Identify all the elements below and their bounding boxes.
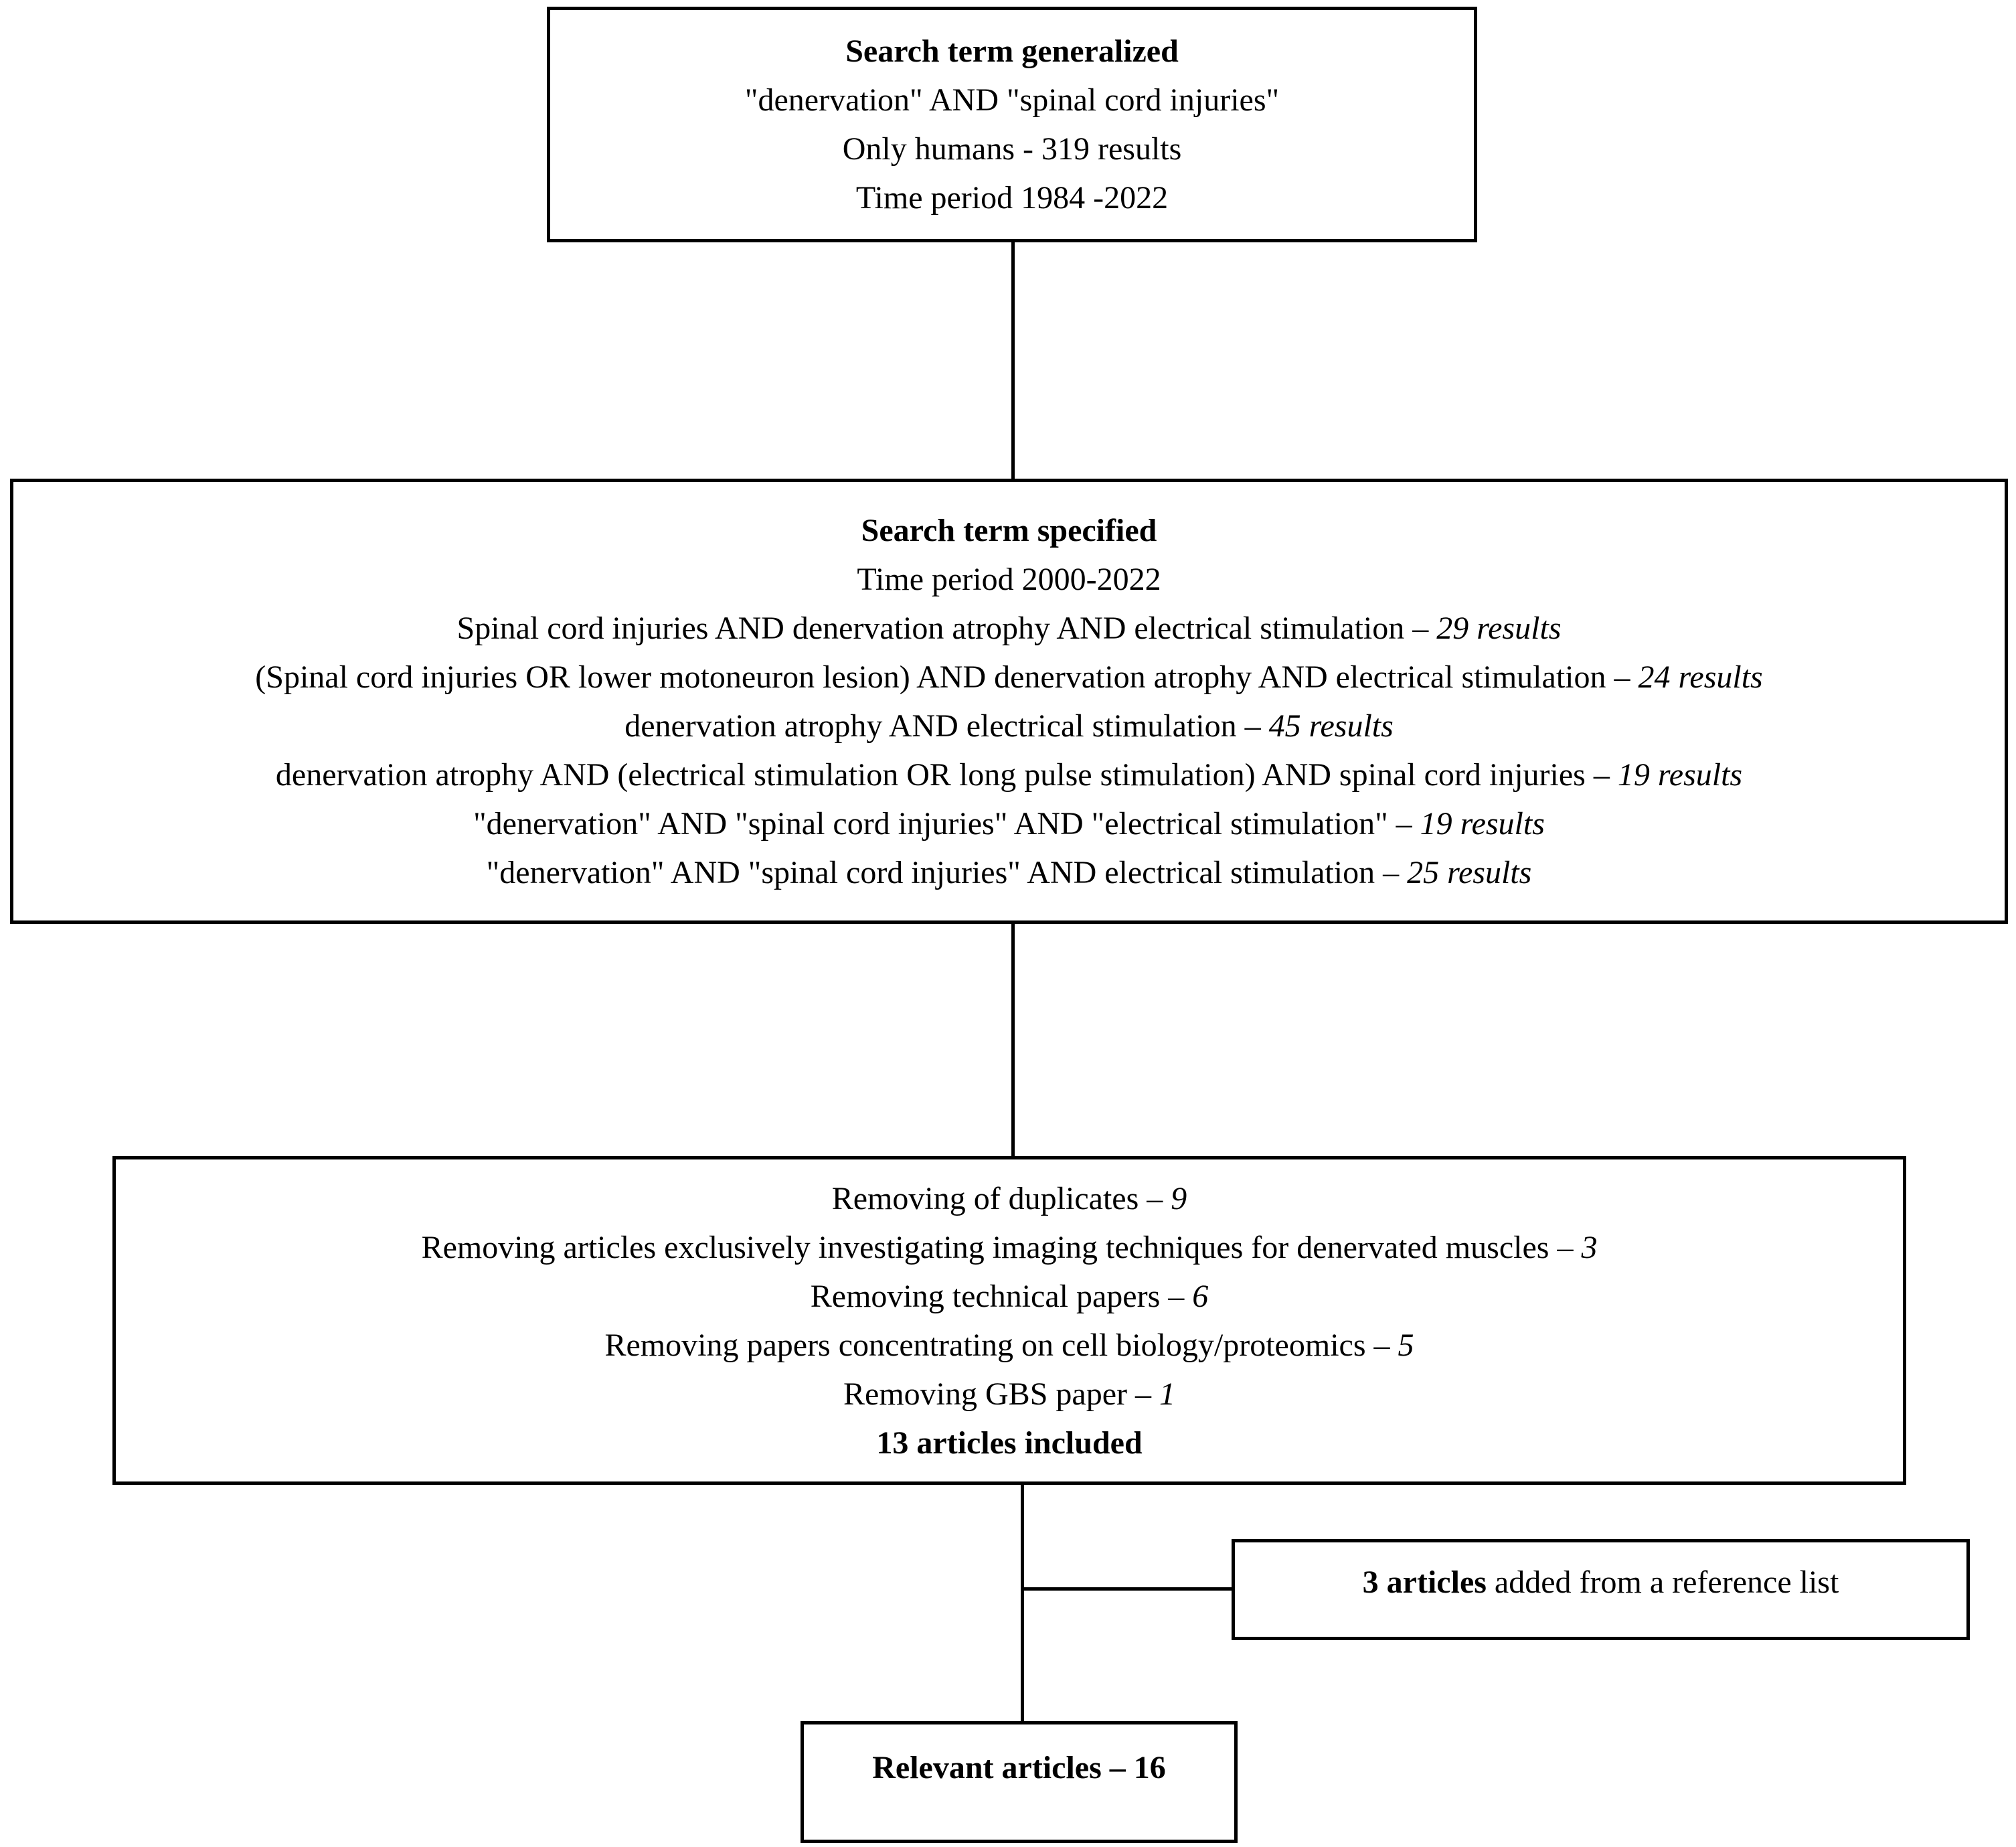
text-line: Removing technical papers – 6: [811, 1272, 1209, 1321]
box-search-term-generalized: Search term generalized "denervation" AND…: [547, 7, 1477, 242]
text-segment: "denervation" AND "spinal cord injuries"…: [486, 854, 1408, 890]
text-segment: Search term specified: [861, 512, 1157, 548]
text-line: Removing of duplicates – 9: [832, 1174, 1187, 1223]
text-segment: 1: [1159, 1376, 1175, 1412]
connector-generalized-to-specified: [1011, 242, 1015, 479]
text-line: Search term generalized: [845, 27, 1179, 76]
text-line: Removing articles exclusively investigat…: [422, 1223, 1598, 1272]
text-line: (Spinal cord injuries OR lower motoneuro…: [255, 653, 1762, 702]
text-segment: Removing technical papers –: [810, 1278, 1193, 1314]
text-segment: 5: [1398, 1327, 1414, 1363]
text-segment: Time period 2000-2022: [857, 561, 1161, 597]
text-segment: added from a reference list: [1486, 1564, 1839, 1600]
text-segment: 9: [1171, 1180, 1187, 1216]
text-segment: 3: [1581, 1229, 1598, 1265]
text-segment: Removing papers concentrating on cell bi…: [604, 1327, 1398, 1363]
text-segment: denervation atrophy AND electrical stimu…: [624, 708, 1269, 744]
text-segment: 3 articles: [1362, 1564, 1487, 1600]
text-segment: Only humans - 319 results: [842, 131, 1182, 167]
text-segment: 45 results: [1268, 708, 1394, 744]
box-relevant-articles: Relevant articles – 16: [801, 1721, 1238, 1843]
text-line: Search term specified: [861, 506, 1157, 555]
connector-screening-to-relevant: [1021, 1485, 1024, 1721]
text-segment: 6: [1192, 1278, 1209, 1314]
text-segment: 24 results: [1638, 659, 1763, 695]
text-segment: denervation atrophy AND (electrical stim…: [275, 756, 1618, 793]
text-line: Relevant articles – 16: [872, 1743, 1166, 1792]
text-line: Spinal cord injuries AND denervation atr…: [457, 604, 1562, 653]
text-line: Time period 1984 -2022: [856, 173, 1168, 222]
text-line: denervation atrophy AND (electrical stim…: [276, 750, 1742, 799]
text-segment: Relevant articles – 16: [872, 1749, 1166, 1785]
text-line: "denervation" AND "spinal cord injuries"…: [487, 848, 1532, 897]
text-segment: Removing of duplicates –: [831, 1180, 1171, 1216]
text-segment: (Spinal cord injuries OR lower motoneuro…: [255, 659, 1639, 695]
text-line: Removing papers concentrating on cell bi…: [604, 1321, 1414, 1370]
text-segment: 13 articles included: [876, 1425, 1143, 1461]
text-segment: "denervation" AND "spinal cord injuries"…: [473, 805, 1420, 841]
text-line: Removing GBS paper – 1: [843, 1370, 1175, 1419]
text-line: denervation atrophy AND electrical stimu…: [624, 702, 1394, 750]
text-segment: "denervation" AND "spinal cord injuries": [744, 82, 1280, 118]
text-line: 13 articles included: [876, 1419, 1142, 1467]
text-segment: Removing articles exclusively investigat…: [421, 1229, 1582, 1265]
text-segment: 19 results: [1617, 756, 1743, 793]
text-segment: Search term generalized: [845, 33, 1179, 69]
box-reference-list-additions: 3 articles added from a reference list: [1232, 1539, 1970, 1640]
text-segment: Time period 1984 -2022: [855, 180, 1169, 216]
connector-branch-to-reference-box: [1022, 1587, 1232, 1591]
connector-specified-to-screening: [1011, 924, 1015, 1156]
text-segment: Spinal cord injuries AND denervation atr…: [456, 610, 1437, 646]
text-line: Time period 2000-2022: [857, 555, 1161, 604]
text-line: 3 articles added from a reference list: [1363, 1558, 1839, 1607]
text-segment: 25 results: [1407, 854, 1532, 890]
text-segment: 19 results: [1420, 805, 1545, 841]
text-segment: Removing GBS paper –: [843, 1376, 1159, 1412]
text-segment: 29 results: [1436, 610, 1562, 646]
text-line: Only humans - 319 results: [843, 125, 1182, 173]
text-line: "denervation" AND "spinal cord injuries"…: [473, 799, 1545, 848]
text-line: "denervation" AND "spinal cord injuries": [745, 76, 1279, 125]
